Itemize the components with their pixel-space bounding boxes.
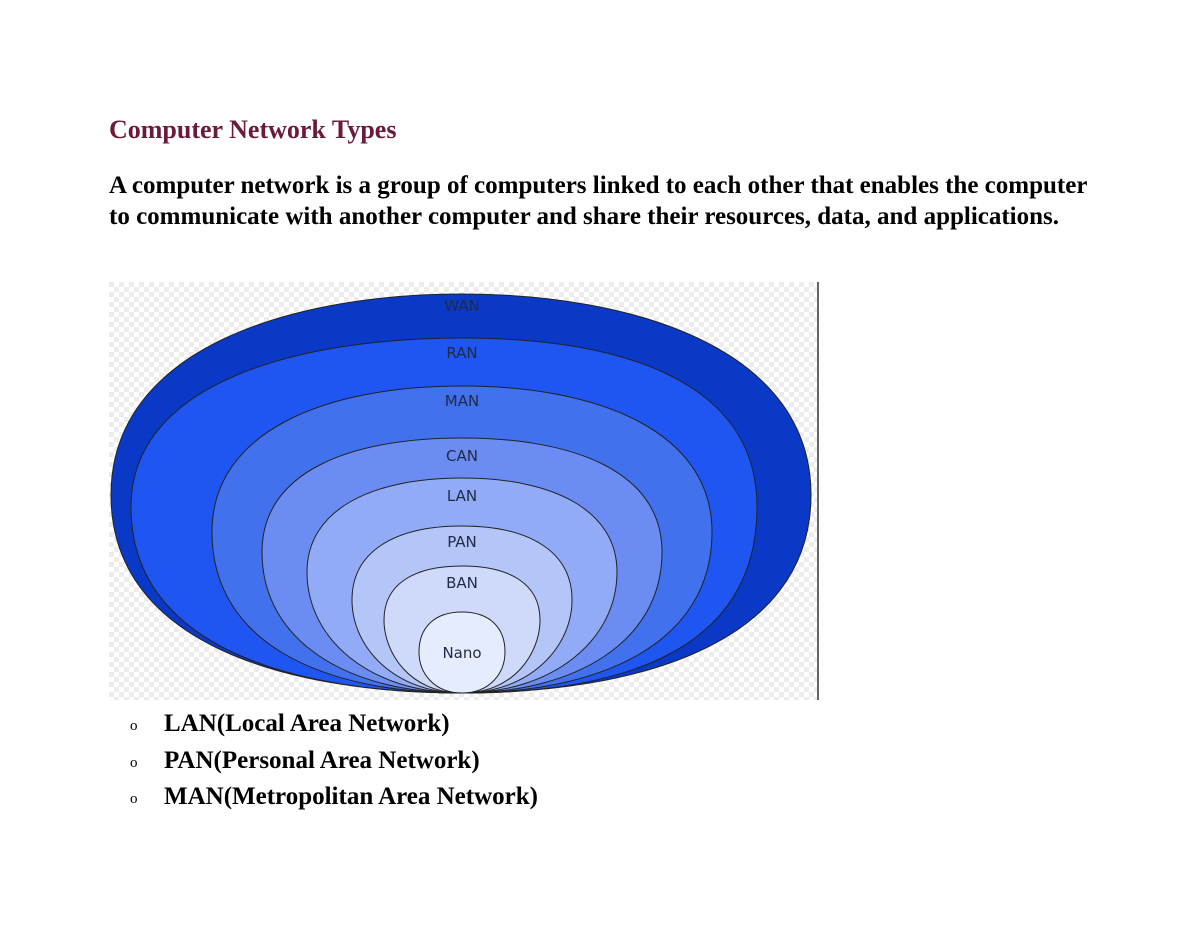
bullet-marker: o xyxy=(130,718,138,734)
network-types-diagram: WAN RAN MAN CAN LAN PAN BAN Nano xyxy=(109,282,819,700)
network-types-list: o LAN(Local Area Network) o PAN(Personal… xyxy=(130,706,538,816)
list-item-text: LAN(Local Area Network) xyxy=(164,710,450,737)
layer-label-pan: PAN xyxy=(447,533,477,551)
layer-nano-shape xyxy=(418,611,506,694)
list-item-text: MAN(Metropolitan Area Network) xyxy=(164,783,538,810)
list-item: o PAN(Personal Area Network) xyxy=(130,743,538,780)
layer-label-man: MAN xyxy=(445,392,479,410)
intro-paragraph: A computer network is a group of compute… xyxy=(109,172,1087,230)
layer-label-can: CAN xyxy=(446,447,478,465)
list-item: o MAN(Metropolitan Area Network) xyxy=(130,779,538,816)
bullet-marker: o xyxy=(130,754,138,771)
list-item-text: PAN(Personal Area Network) xyxy=(164,746,480,774)
layer-label-ran: RAN xyxy=(446,344,477,362)
layer-label-ban: BAN xyxy=(446,574,478,592)
bullet-marker: o xyxy=(130,791,138,807)
layer-label-nano: Nano xyxy=(442,644,481,662)
layer-label-lan: LAN xyxy=(447,487,477,505)
layer-label-wan: WAN xyxy=(444,297,480,315)
list-item: o LAN(Local Area Network) xyxy=(130,706,538,743)
page-title: Computer Network Types xyxy=(109,115,397,144)
